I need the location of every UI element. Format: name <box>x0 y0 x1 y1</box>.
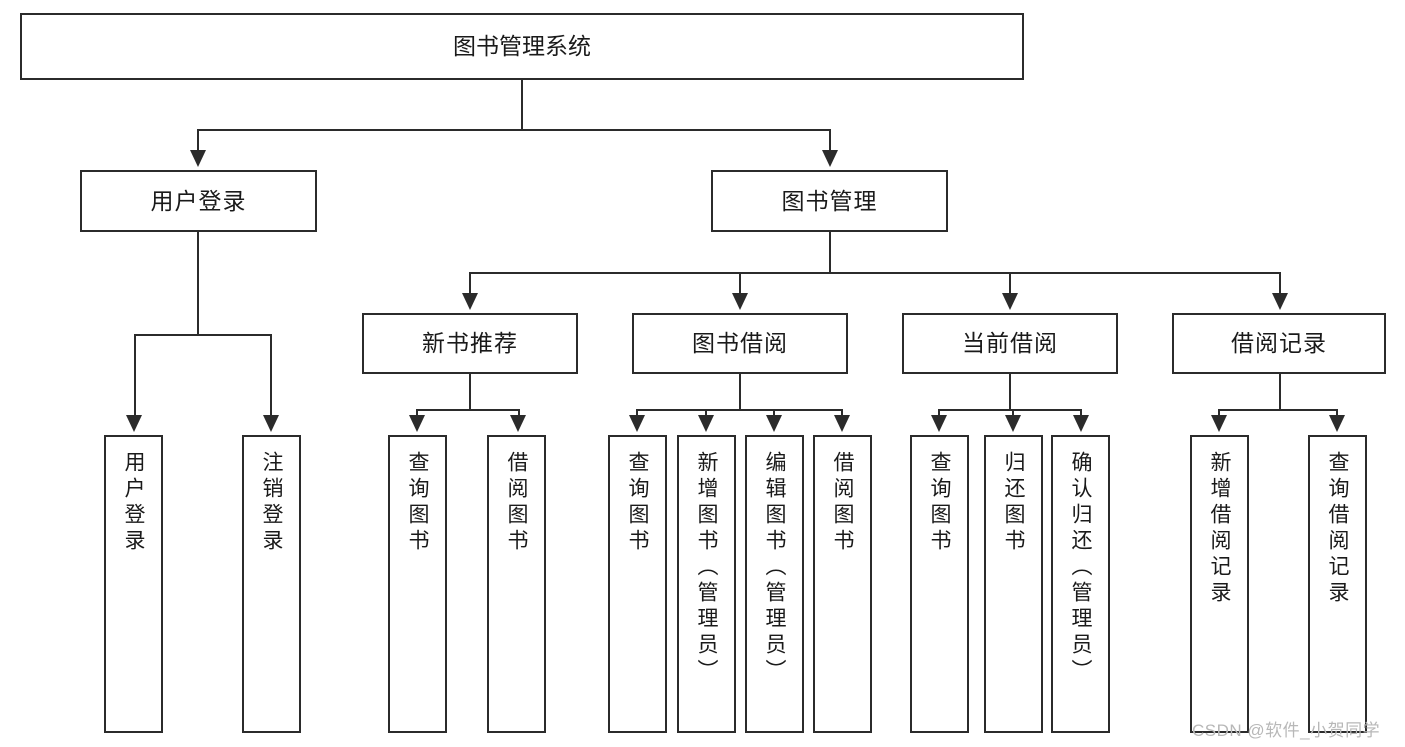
connector-borrow-branch-1 <box>636 409 638 419</box>
arrowhead-book-borrow <box>732 293 748 310</box>
node-label: 注销登录 <box>260 451 283 555</box>
arrowhead-leaf-user-login <box>126 415 142 432</box>
node-user-login[interactable]: 用户登录 <box>80 170 317 232</box>
connector-record-branch-1 <box>1218 409 1220 419</box>
node-leaf-add-borrow-record[interactable]: 新增借阅记录 <box>1190 435 1249 733</box>
node-leaf-borrow-book-recommend[interactable]: 借阅图书 <box>487 435 546 733</box>
arrowhead-leaf-logout-login <box>263 415 279 432</box>
node-book-management[interactable]: 图书管理 <box>711 170 948 232</box>
arrowhead-borrow-record <box>1272 293 1288 310</box>
connector-record-stem <box>1279 374 1281 410</box>
node-label: 当前借阅 <box>962 330 1058 357</box>
node-leaf-logout-login[interactable]: 注销登录 <box>242 435 301 733</box>
node-leaf-return-book[interactable]: 归还图书 <box>984 435 1043 733</box>
arrowhead-leaf-return-book <box>1005 415 1021 432</box>
node-label: 用户登录 <box>122 451 145 555</box>
connector-root-to-book-management <box>829 129 831 151</box>
node-leaf-query-book-borrow[interactable]: 查询图书 <box>608 435 667 733</box>
connector-current-branch-3 <box>1080 409 1082 419</box>
connector-current-bar <box>938 409 1082 411</box>
node-label: 查询借阅记录 <box>1326 451 1349 607</box>
connector-current-branch-1 <box>938 409 940 419</box>
arrowhead-leaf-query-book-recommend <box>409 415 425 432</box>
arrowhead-user-login <box>190 150 206 167</box>
connector-current-stem <box>1009 374 1011 410</box>
connector-user-login-bar <box>134 334 271 336</box>
node-leaf-query-borrow-record[interactable]: 查询借阅记录 <box>1308 435 1367 733</box>
node-label: 借阅记录 <box>1231 330 1327 357</box>
connector-record-bar <box>1218 409 1338 411</box>
arrowhead-new-book-recommend <box>462 293 478 310</box>
connector-user-login-stem <box>197 232 199 336</box>
node-label: 用户登录 <box>150 187 247 214</box>
connector-recommend-branch-2 <box>518 409 520 419</box>
node-label: 图书管理 <box>781 187 878 214</box>
arrowhead-current-borrow <box>1002 293 1018 310</box>
connector-recommend-branch-1 <box>416 409 418 419</box>
connector-borrow-branch-2 <box>705 409 707 419</box>
connector-current-branch-2 <box>1012 409 1014 419</box>
arrowhead-leaf-add-book-admin <box>698 415 714 432</box>
connector-recommend-bar <box>416 409 520 411</box>
node-label: 新增图书（管理员） <box>695 451 718 685</box>
arrowhead-leaf-add-borrow-record <box>1211 415 1227 432</box>
connector-recommend-stem <box>469 374 471 410</box>
arrowhead-leaf-borrow-book-recommend <box>510 415 526 432</box>
connector-borrow-branch-3 <box>773 409 775 419</box>
node-label: 查询图书 <box>928 451 951 555</box>
node-label: 归还图书 <box>1002 451 1025 555</box>
node-leaf-edit-book-admin[interactable]: 编辑图书（管理员） <box>745 435 804 733</box>
connector-user-login-branch-2 <box>270 334 272 418</box>
connector-root-to-user-login <box>197 129 199 151</box>
node-book-borrow[interactable]: 图书借阅 <box>632 313 848 374</box>
node-borrow-record[interactable]: 借阅记录 <box>1172 313 1386 374</box>
node-leaf-borrow-book[interactable]: 借阅图书 <box>813 435 872 733</box>
node-label: 借阅图书 <box>505 451 528 555</box>
arrowhead-leaf-borrow-book <box>834 415 850 432</box>
connector-borrow-stem <box>739 374 741 410</box>
connector-borrow-branch-4 <box>841 409 843 419</box>
arrowhead-leaf-edit-book-admin <box>766 415 782 432</box>
connector-book-management-stem <box>829 232 831 273</box>
connector-root-bar <box>197 129 830 131</box>
connector-borrow-bar <box>636 409 843 411</box>
node-leaf-query-book-current[interactable]: 查询图书 <box>910 435 969 733</box>
arrowhead-leaf-query-book-current <box>931 415 947 432</box>
connector-bm-branch-1 <box>469 272 471 294</box>
node-label: 新书推荐 <box>422 330 518 357</box>
arrowhead-leaf-query-book-borrow <box>629 415 645 432</box>
node-label: 新增借阅记录 <box>1208 451 1231 607</box>
node-label: 确认归还（管理员） <box>1069 451 1092 685</box>
node-new-book-recommend[interactable]: 新书推荐 <box>362 313 578 374</box>
node-label: 编辑图书（管理员） <box>763 451 786 685</box>
connector-record-branch-2 <box>1336 409 1338 419</box>
connector-bm-branch-4 <box>1279 272 1281 294</box>
node-leaf-add-book-admin[interactable]: 新增图书（管理员） <box>677 435 736 733</box>
node-label: 图书管理系统 <box>453 33 591 60</box>
connector-user-login-branch-1 <box>134 334 136 418</box>
arrowhead-book-management <box>822 150 838 167</box>
node-label: 查询图书 <box>626 451 649 555</box>
connector-book-management-bar <box>469 272 1281 274</box>
connector-root-stem <box>521 80 523 130</box>
node-leaf-confirm-return-admin[interactable]: 确认归还（管理员） <box>1051 435 1110 733</box>
node-label: 图书借阅 <box>692 330 788 357</box>
node-leaf-query-book-recommend[interactable]: 查询图书 <box>388 435 447 733</box>
node-book-management-system[interactable]: 图书管理系统 <box>20 13 1024 80</box>
node-label: 查询图书 <box>406 451 429 555</box>
node-current-borrow[interactable]: 当前借阅 <box>902 313 1118 374</box>
connector-bm-branch-3 <box>1009 272 1011 294</box>
arrowhead-leaf-query-borrow-record <box>1329 415 1345 432</box>
connector-bm-branch-2 <box>739 272 741 294</box>
arrowhead-leaf-confirm-return-admin <box>1073 415 1089 432</box>
node-label: 借阅图书 <box>831 451 854 555</box>
node-leaf-user-login[interactable]: 用户登录 <box>104 435 163 733</box>
